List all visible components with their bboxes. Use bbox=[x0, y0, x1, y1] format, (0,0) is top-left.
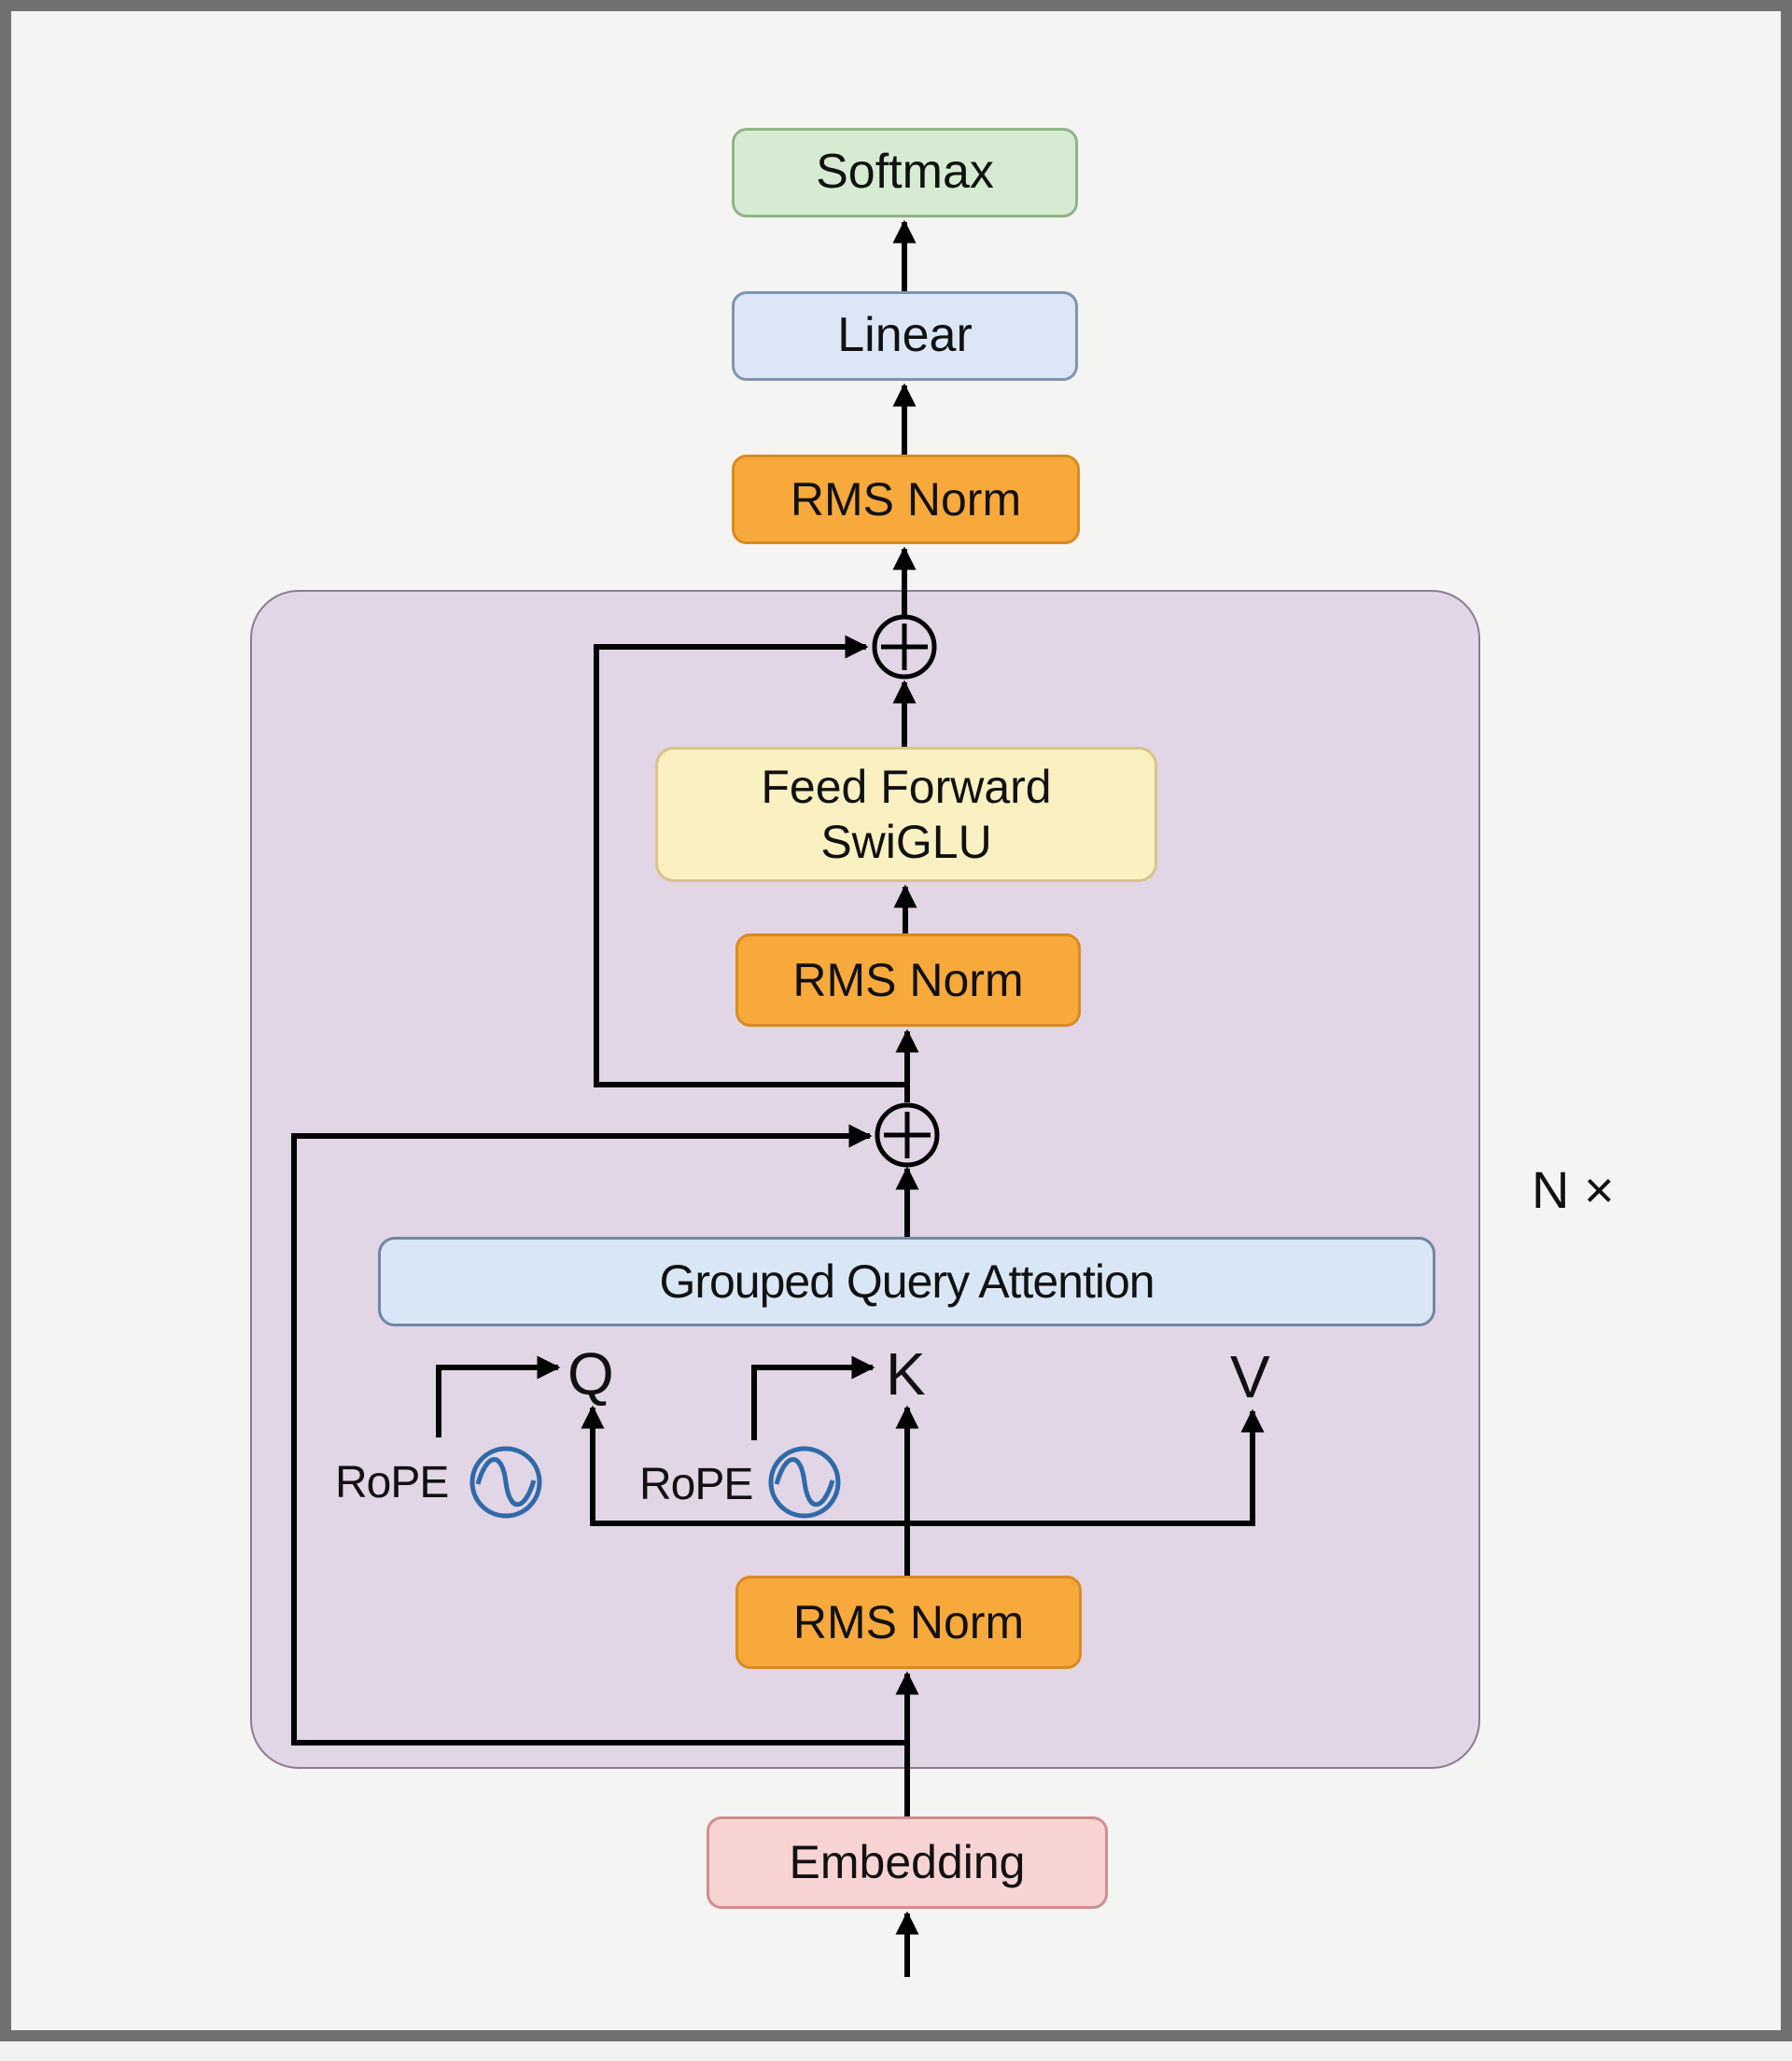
sine-wave-circle-icon bbox=[469, 1446, 542, 1519]
circled-plus-icon bbox=[872, 614, 937, 680]
residual-path-attention bbox=[291, 1124, 907, 1746]
key-label: K bbox=[886, 1340, 926, 1408]
rope-label-k: RoPE bbox=[639, 1460, 753, 1509]
arrow-rope-to-k bbox=[751, 1355, 875, 1440]
softmax-label: Softmax bbox=[816, 145, 994, 200]
rms-norm-label: RMS Norm bbox=[790, 472, 1022, 526]
grouped-query-attention-block: Grouped Query Attention bbox=[378, 1237, 1435, 1326]
embedding-label: Embedding bbox=[789, 1836, 1026, 1888]
linear-label: Linear bbox=[837, 308, 973, 363]
attention-label: Grouped Query Attention bbox=[659, 1255, 1155, 1308]
linear-block: Linear bbox=[732, 291, 1078, 381]
embedding-block: Embedding bbox=[707, 1816, 1108, 1909]
circled-plus-icon bbox=[875, 1102, 940, 1168]
repeat-count-label: N × bbox=[1532, 1160, 1615, 1219]
ffn-rms-norm-block: RMS Norm bbox=[735, 933, 1081, 1027]
attention-rms-norm-block: RMS Norm bbox=[735, 1576, 1082, 1669]
rms-norm-label: RMS Norm bbox=[792, 953, 1024, 1006]
residual-path-ffn bbox=[594, 635, 907, 1087]
rms-norm-label: RMS Norm bbox=[792, 1595, 1025, 1648]
arrow-rope-to-q bbox=[436, 1355, 561, 1437]
query-label: Q bbox=[567, 1340, 614, 1408]
softmax-block: Softmax bbox=[732, 128, 1078, 217]
feed-forward-block: Feed Forward SwiGLU bbox=[655, 747, 1157, 882]
value-label: V bbox=[1230, 1343, 1270, 1410]
final-rms-norm-block: RMS Norm bbox=[732, 455, 1080, 544]
sine-wave-circle-icon bbox=[768, 1446, 841, 1519]
feed-forward-label: Feed Forward bbox=[761, 760, 1052, 813]
rope-label-q: RoPE bbox=[335, 1458, 449, 1507]
swiglu-label: SwiGLU bbox=[820, 815, 992, 868]
